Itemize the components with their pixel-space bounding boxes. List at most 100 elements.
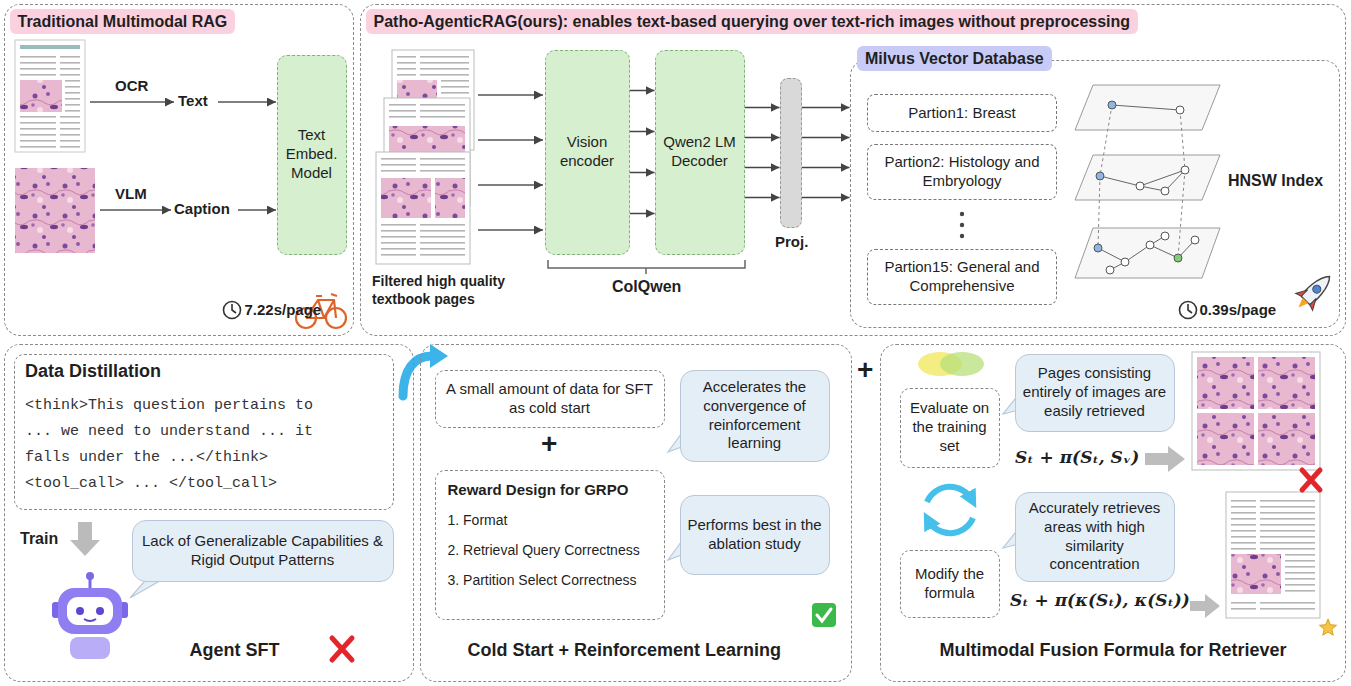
robot-icon	[84, 619, 96, 621]
textbook-pages-image	[381, 158, 465, 174]
formula: Sₜ + π(Sₜ, Sᵥ)	[1015, 447, 1139, 467]
textbook-pages-image	[397, 56, 469, 76]
colqwen-bracket	[548, 260, 745, 274]
hnsw-graph-image	[1098, 105, 1195, 270]
retrieved-page-image	[1197, 413, 1254, 465]
robot-icon	[58, 588, 122, 634]
robot-icon	[76, 607, 84, 615]
pipeline-panel: Vision encoderQwen2 LM DecoderProj.Parti…	[360, 4, 1346, 336]
retrieved-page-image	[1285, 554, 1315, 594]
clock-icon	[224, 302, 241, 319]
rocket-icon	[1290, 268, 1338, 316]
panel-heading: Traditional Multimodal RAG	[10, 9, 236, 34]
hnsw-graph-image	[1121, 258, 1129, 266]
retrieved-page-image	[1192, 352, 1320, 618]
hnsw-graph-image	[1174, 254, 1182, 262]
document-page-thumbnail	[15, 40, 85, 152]
cross-mark	[332, 638, 352, 660]
rocket-icon	[1296, 298, 1309, 311]
panel-title: Agent SFT	[190, 640, 280, 661]
document-page-thumbnail	[20, 53, 80, 77]
projection-bar: Proj.	[780, 78, 802, 228]
hnsw-graph-image	[1075, 228, 1220, 278]
box-label: Partion2: Histology and Embryology	[874, 153, 1050, 191]
flow-arrow-lines	[478, 139, 543, 141]
down-arrow	[70, 522, 100, 556]
retrieved-page-image	[1197, 357, 1254, 409]
plus-sign: +	[541, 430, 557, 458]
speech-bubble: Accurately retrieves areas with high sim…	[1015, 492, 1175, 582]
bubble-text: Performs best in the ablation study	[687, 516, 823, 554]
pipeline-panel: Text Embed. Model Traditional Multimodal …	[4, 4, 354, 336]
document-page-thumbnail	[20, 80, 62, 112]
flow-arrow-lines	[100, 209, 171, 211]
hnsw-graph-image	[1108, 101, 1116, 109]
panel-heading: Patho-AgenticRAG(ours): enables text-bas…	[366, 9, 1139, 34]
box-label: Partion1: Breast	[908, 104, 1016, 123]
method-panel: Data Distillation<think>This question pe…	[4, 344, 414, 682]
flow-arrow	[802, 107, 850, 109]
hnsw-graph-image	[1136, 182, 1144, 190]
box-label: Evaluate on the training set	[907, 399, 993, 455]
clock-icon	[224, 302, 241, 319]
hnsw-graph-image	[1161, 232, 1169, 240]
hnsw-graph-image	[1094, 244, 1102, 252]
check-mark	[817, 609, 831, 621]
cycle-arrows	[927, 487, 972, 502]
data-label: Text	[178, 92, 208, 110]
flow-arrow-lines	[218, 101, 276, 103]
document-page-thumbnail	[15, 40, 85, 152]
box-label: Partion15: General and Comprehensive	[874, 258, 1050, 296]
document-page-thumbnail	[20, 116, 80, 148]
cycle-arrows	[928, 518, 973, 533]
robot-icon	[96, 607, 104, 615]
ellipsis-dots	[960, 212, 964, 238]
bubble-text: Accurately retrieves areas with high sim…	[1022, 499, 1168, 574]
flow-arrow	[802, 137, 850, 139]
clock-icon	[1180, 302, 1197, 319]
flow-arrow	[630, 172, 655, 174]
flow-arrow	[630, 90, 655, 92]
cross-mark	[1302, 470, 1320, 490]
hnsw-graph-image	[1191, 236, 1199, 244]
cycle-arrows	[927, 487, 973, 533]
retrieved-page-image	[1192, 352, 1320, 470]
method-panel: Evaluate on the training setModify the f…	[880, 344, 1346, 682]
arrow-label: Train	[20, 530, 58, 548]
data-label: Caption	[174, 200, 230, 218]
arrow-label: OCR	[115, 77, 148, 95]
cross-mark	[1302, 470, 1320, 490]
flow-arrow	[745, 197, 780, 199]
panel-title: Multimodal Fusion Formula for Retriever	[940, 640, 1287, 661]
retrieved-page-image	[1258, 357, 1315, 409]
time-label: 0.39s/page	[1200, 301, 1277, 318]
down-arrow	[70, 522, 100, 556]
textbook-pages-image	[376, 152, 470, 264]
bubble-text: Pages consisting entirely of images are …	[1022, 364, 1168, 420]
robot-icon	[52, 572, 128, 659]
speech-bubble: Pages consisting entirely of images are …	[1015, 354, 1175, 432]
speech-bubble: Lack of Generalizable Capabilities & Rig…	[132, 520, 394, 582]
speech-bubble: Accelerates the convergence of reinforce…	[680, 370, 830, 462]
box-label: Text Embed. Model	[284, 126, 340, 182]
clock-icon	[1188, 304, 1192, 313]
box-heading: Data Distillation	[25, 361, 161, 382]
block-arrow	[1190, 594, 1220, 618]
panel-title: Cold Start + Reinforcement Learning	[468, 640, 782, 661]
check-mark	[812, 603, 836, 627]
flow-arrow-lines	[478, 229, 543, 231]
hnsw-graph-image	[1075, 155, 1220, 200]
box-label: Vision encoder	[552, 133, 623, 171]
encoder-box: Vision encoder	[545, 50, 630, 255]
rocket-icon	[1300, 271, 1334, 305]
star-icon	[1319, 619, 1336, 635]
block-arrow	[1145, 446, 1185, 472]
bracket-label: ColQwen	[612, 278, 681, 296]
hnsw-graph-image	[1146, 241, 1154, 249]
textbook-pages-image	[381, 222, 465, 258]
reward-box: Reward Design for GRPO1. Format2. Retrie…	[435, 470, 665, 620]
ellipsis-dots	[960, 234, 964, 238]
process-box: A small amount of data for SFT as cold s…	[435, 370, 665, 428]
hnsw-graph-image	[1176, 106, 1184, 114]
